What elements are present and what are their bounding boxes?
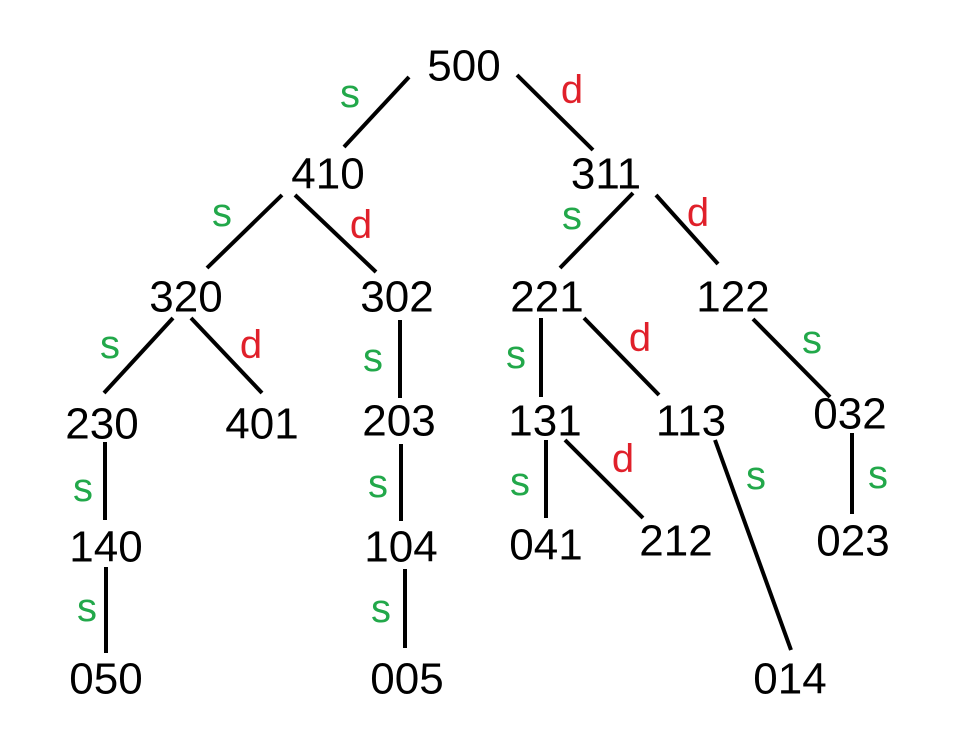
edge-320-401 bbox=[189, 316, 264, 395]
edge-122-032 bbox=[751, 317, 832, 399]
node-311: 311 bbox=[571, 150, 641, 199]
edge-label-410-320: s bbox=[212, 191, 232, 235]
nodes-layer: 500 410 311 320 302 221 122 230 401 203 131 113 032 1… bbox=[65, 42, 889, 704]
node-401: 401 bbox=[225, 400, 298, 449]
edge-113-014 bbox=[713, 439, 793, 651]
edge-label-230-140: s bbox=[73, 466, 93, 510]
edge-label-221-113: d bbox=[629, 316, 651, 360]
node-113: 113 bbox=[656, 397, 726, 446]
edge-label-311-221: s bbox=[562, 194, 582, 238]
node-140: 140 bbox=[69, 523, 142, 572]
edge-label-122-032: s bbox=[802, 318, 822, 362]
edge-labels-layer: s d s d s d s d s s d s s s s d s s s s bbox=[73, 68, 888, 631]
node-023: 023 bbox=[816, 517, 889, 566]
edge-label-104-005: s bbox=[371, 587, 391, 631]
edges-layer bbox=[102, 73, 854, 653]
edge-label-131-212: d bbox=[612, 437, 634, 481]
node-104: 104 bbox=[364, 523, 437, 572]
edge-label-410-302: d bbox=[350, 203, 372, 247]
edge-500-311 bbox=[515, 73, 595, 152]
edge-label-311-122: d bbox=[687, 191, 709, 235]
node-302: 302 bbox=[360, 273, 433, 322]
node-221: 221 bbox=[510, 273, 583, 322]
edge-label-140-050: s bbox=[77, 586, 97, 630]
edge-131-212 bbox=[563, 438, 645, 520]
edge-500-410 bbox=[342, 75, 411, 149]
edge-311-221 bbox=[558, 191, 635, 270]
node-203: 203 bbox=[362, 397, 435, 446]
edge-label-320-401: d bbox=[240, 323, 262, 367]
edge-label-131-041: s bbox=[510, 460, 530, 504]
edge-410-320 bbox=[205, 193, 284, 270]
node-122: 122 bbox=[696, 273, 769, 322]
edge-label-203-104: s bbox=[368, 462, 388, 506]
node-032: 032 bbox=[813, 390, 886, 439]
node-320: 320 bbox=[149, 273, 222, 322]
edge-label-302-203: s bbox=[363, 336, 383, 380]
node-050: 050 bbox=[69, 655, 142, 704]
edge-311-122 bbox=[654, 193, 720, 266]
node-230: 230 bbox=[65, 400, 138, 449]
node-005: 005 bbox=[370, 655, 443, 704]
node-410: 410 bbox=[291, 150, 364, 199]
node-014: 014 bbox=[753, 655, 826, 704]
edge-label-500-311: d bbox=[561, 68, 583, 112]
edge-label-320-230: s bbox=[100, 323, 120, 367]
edge-label-221-131: s bbox=[506, 333, 526, 377]
node-212: 212 bbox=[639, 517, 712, 566]
node-041: 041 bbox=[509, 521, 582, 570]
edge-221-113 bbox=[582, 316, 661, 397]
edge-label-032-023: s bbox=[868, 453, 888, 497]
edge-410-302 bbox=[293, 193, 378, 274]
edge-label-500-410: s bbox=[340, 72, 360, 116]
edge-320-230 bbox=[102, 316, 175, 395]
node-131: 131 bbox=[508, 397, 581, 446]
node-500: 500 bbox=[427, 42, 500, 91]
edge-label-113-014: s bbox=[746, 454, 766, 498]
